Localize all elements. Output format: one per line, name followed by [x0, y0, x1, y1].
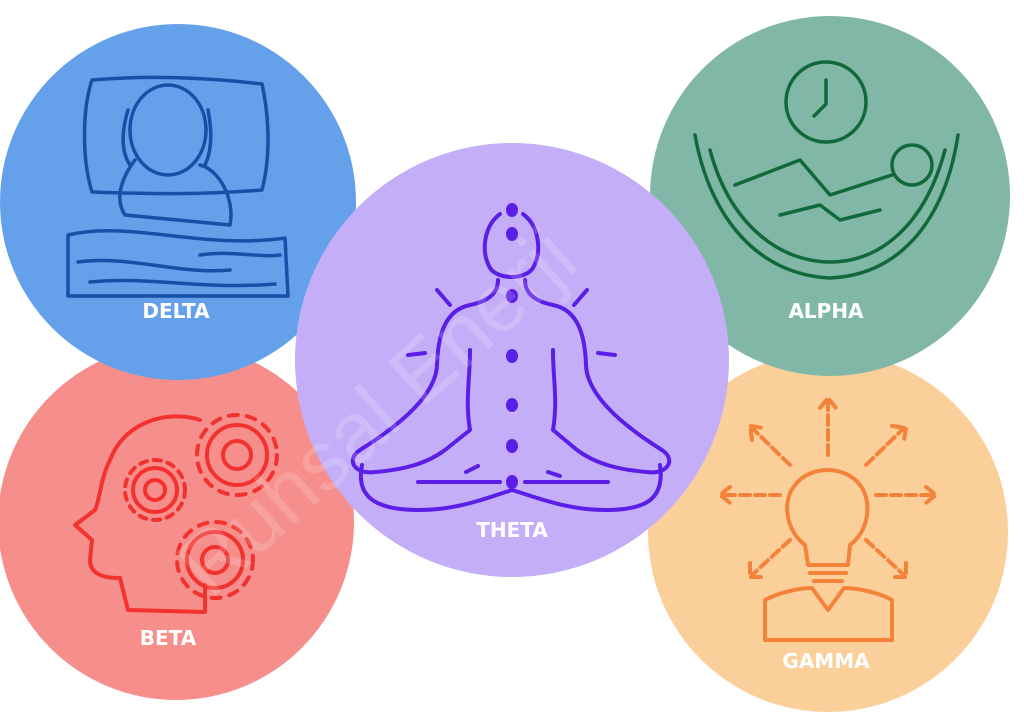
- delta-label: DELTA: [142, 299, 210, 323]
- gamma-label: GAMMA: [782, 649, 870, 673]
- chakra-dots: [506, 203, 518, 489]
- head-gears-icon: [73, 413, 279, 614]
- hammock-clock-icon: [693, 60, 960, 280]
- beta-label: BETA: [140, 626, 197, 650]
- theta-circle: THETA: [295, 143, 729, 577]
- theta-label: THETA: [476, 518, 548, 542]
- delta-circle: DELTA: [0, 24, 356, 380]
- beta-circle: BETA: [0, 344, 354, 700]
- alpha-label: ALPHA: [788, 299, 864, 323]
- sleeping-person-icon: [66, 75, 290, 298]
- alpha-circle: ALPHA: [650, 16, 1010, 376]
- gamma-circle: GAMMA: [648, 352, 1008, 712]
- lightbulb-idea-icon: [718, 396, 938, 642]
- meditation-chakra-icon: [350, 212, 672, 512]
